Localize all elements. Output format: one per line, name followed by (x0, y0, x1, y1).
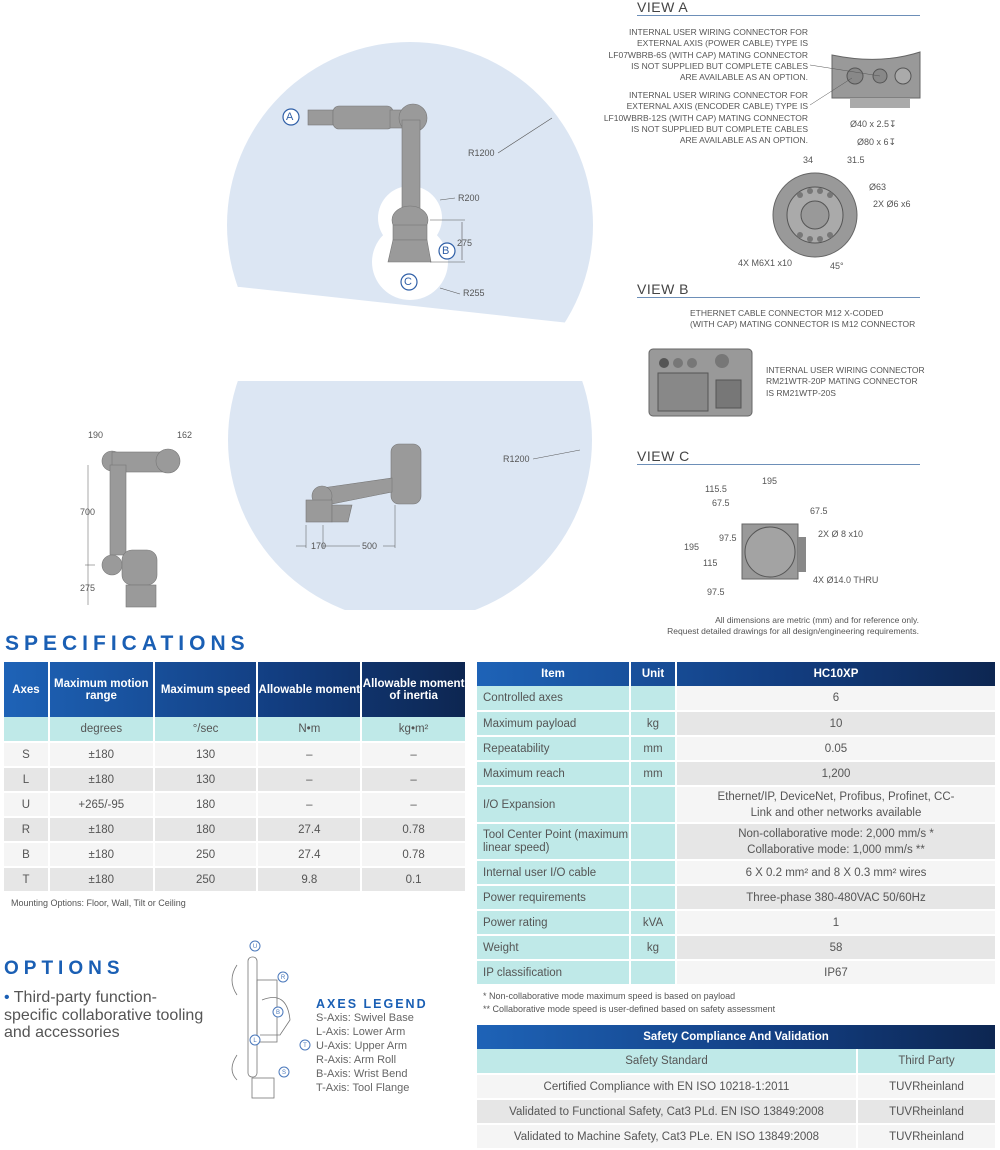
options-bullet: • Third-party function-specific collabor… (4, 989, 204, 1041)
callout-b: B (442, 245, 450, 257)
view-b-note-ethernet: ETHERNET CABLE CONNECTOR M12 X-CODED(WIT… (690, 308, 916, 330)
table-row: Validated to Machine Safety, Cat3 PLe. E… (477, 1124, 997, 1150)
dim-700: 700 (80, 507, 96, 517)
dimensions-note: All dimensions are metric (mm) and for r… (667, 615, 919, 636)
view-a-title: VIEW A (637, 0, 920, 16)
dim-o80: Ø80 x 6↧ (857, 137, 897, 147)
view-b-panel (648, 348, 753, 417)
view-a-drawing (772, 51, 921, 258)
top-robot-arm (307, 103, 432, 263)
dim-c-97-5-bottom: 97.5 (707, 587, 725, 597)
dim-275: 275 (457, 238, 473, 248)
dim-c-67-5-left: 67.5 (712, 498, 730, 508)
dim-45: 45° (830, 261, 844, 271)
dim-2x-o6: 2X Ø6 x6 (873, 199, 911, 209)
plan-robot (305, 443, 422, 523)
dim-4x-m6: 4X M6X1 x10 (738, 258, 793, 268)
dim-r200: R200 (458, 193, 480, 203)
options-heading: OPTIONS (4, 958, 125, 979)
dim-c-195-left: 195 (684, 542, 700, 552)
dim-o40: Ø40 x 2.5↧ (850, 119, 897, 129)
dim-275-side: 275 (80, 583, 96, 593)
dim-c-115: 115 (703, 558, 718, 568)
dim-r255: R255 (463, 288, 485, 298)
dim-190: 190 (88, 430, 104, 440)
dim-c-195-top: 195 (762, 476, 778, 486)
callout-c: C (404, 276, 412, 288)
table-row: Validated to Functional Safety, Cat3 PLd… (477, 1099, 997, 1125)
axes-legend-robot: U R B L T S (231, 940, 311, 1099)
robot-drawings (85, 42, 593, 610)
table-row: Tool Center Point (maximum linear speed)… (477, 823, 997, 861)
table-row: Certified Compliance with EN ISO 10218-1… (477, 1074, 997, 1100)
dim-170: 170 (311, 541, 327, 551)
dim-o63: Ø63 (869, 182, 887, 192)
dim-31-5: 31.5 (847, 155, 865, 165)
axis-marker-u: U (253, 944, 257, 950)
specifications-heading: SPECIFICATIONS (5, 632, 250, 655)
dim-c-2x-o8: 2X Ø 8 x10 (818, 529, 864, 539)
view-b-title: VIEW B (637, 282, 920, 298)
dim-c-115-5: 115.5 (705, 484, 727, 494)
callout-a: A (286, 111, 294, 123)
dim-500: 500 (362, 541, 378, 551)
dim-c-67-5-right: 67.5 (810, 506, 828, 516)
safety-table: Safety Compliance And Validation Safety … (477, 1025, 997, 1150)
mounting-options: Mounting Options: Floor, Wall, Tilt or C… (11, 898, 186, 908)
axis-marker-l: L (253, 1038, 257, 1044)
dim-c-4x-o14: 4X Ø14.0 THRU (813, 575, 879, 585)
side-robot (101, 448, 181, 608)
dim-r1200: R1200 (468, 148, 495, 158)
axis-marker-r: R (281, 975, 286, 981)
dim-34: 34 (803, 155, 814, 165)
dim-r1200-plan: R1200 (503, 454, 530, 464)
view-c-drawing (741, 523, 806, 580)
axis-marker-s: S (282, 1070, 286, 1076)
dim-c-97-5: 97.5 (719, 533, 737, 543)
view-c-title: VIEW C (637, 449, 920, 465)
axis-marker-b: B (276, 1010, 280, 1016)
table-footnotes: * Non-collaborative mode maximum speed i… (483, 991, 776, 1014)
dim-162: 162 (177, 430, 193, 440)
axis-marker-t: T (303, 1043, 307, 1049)
